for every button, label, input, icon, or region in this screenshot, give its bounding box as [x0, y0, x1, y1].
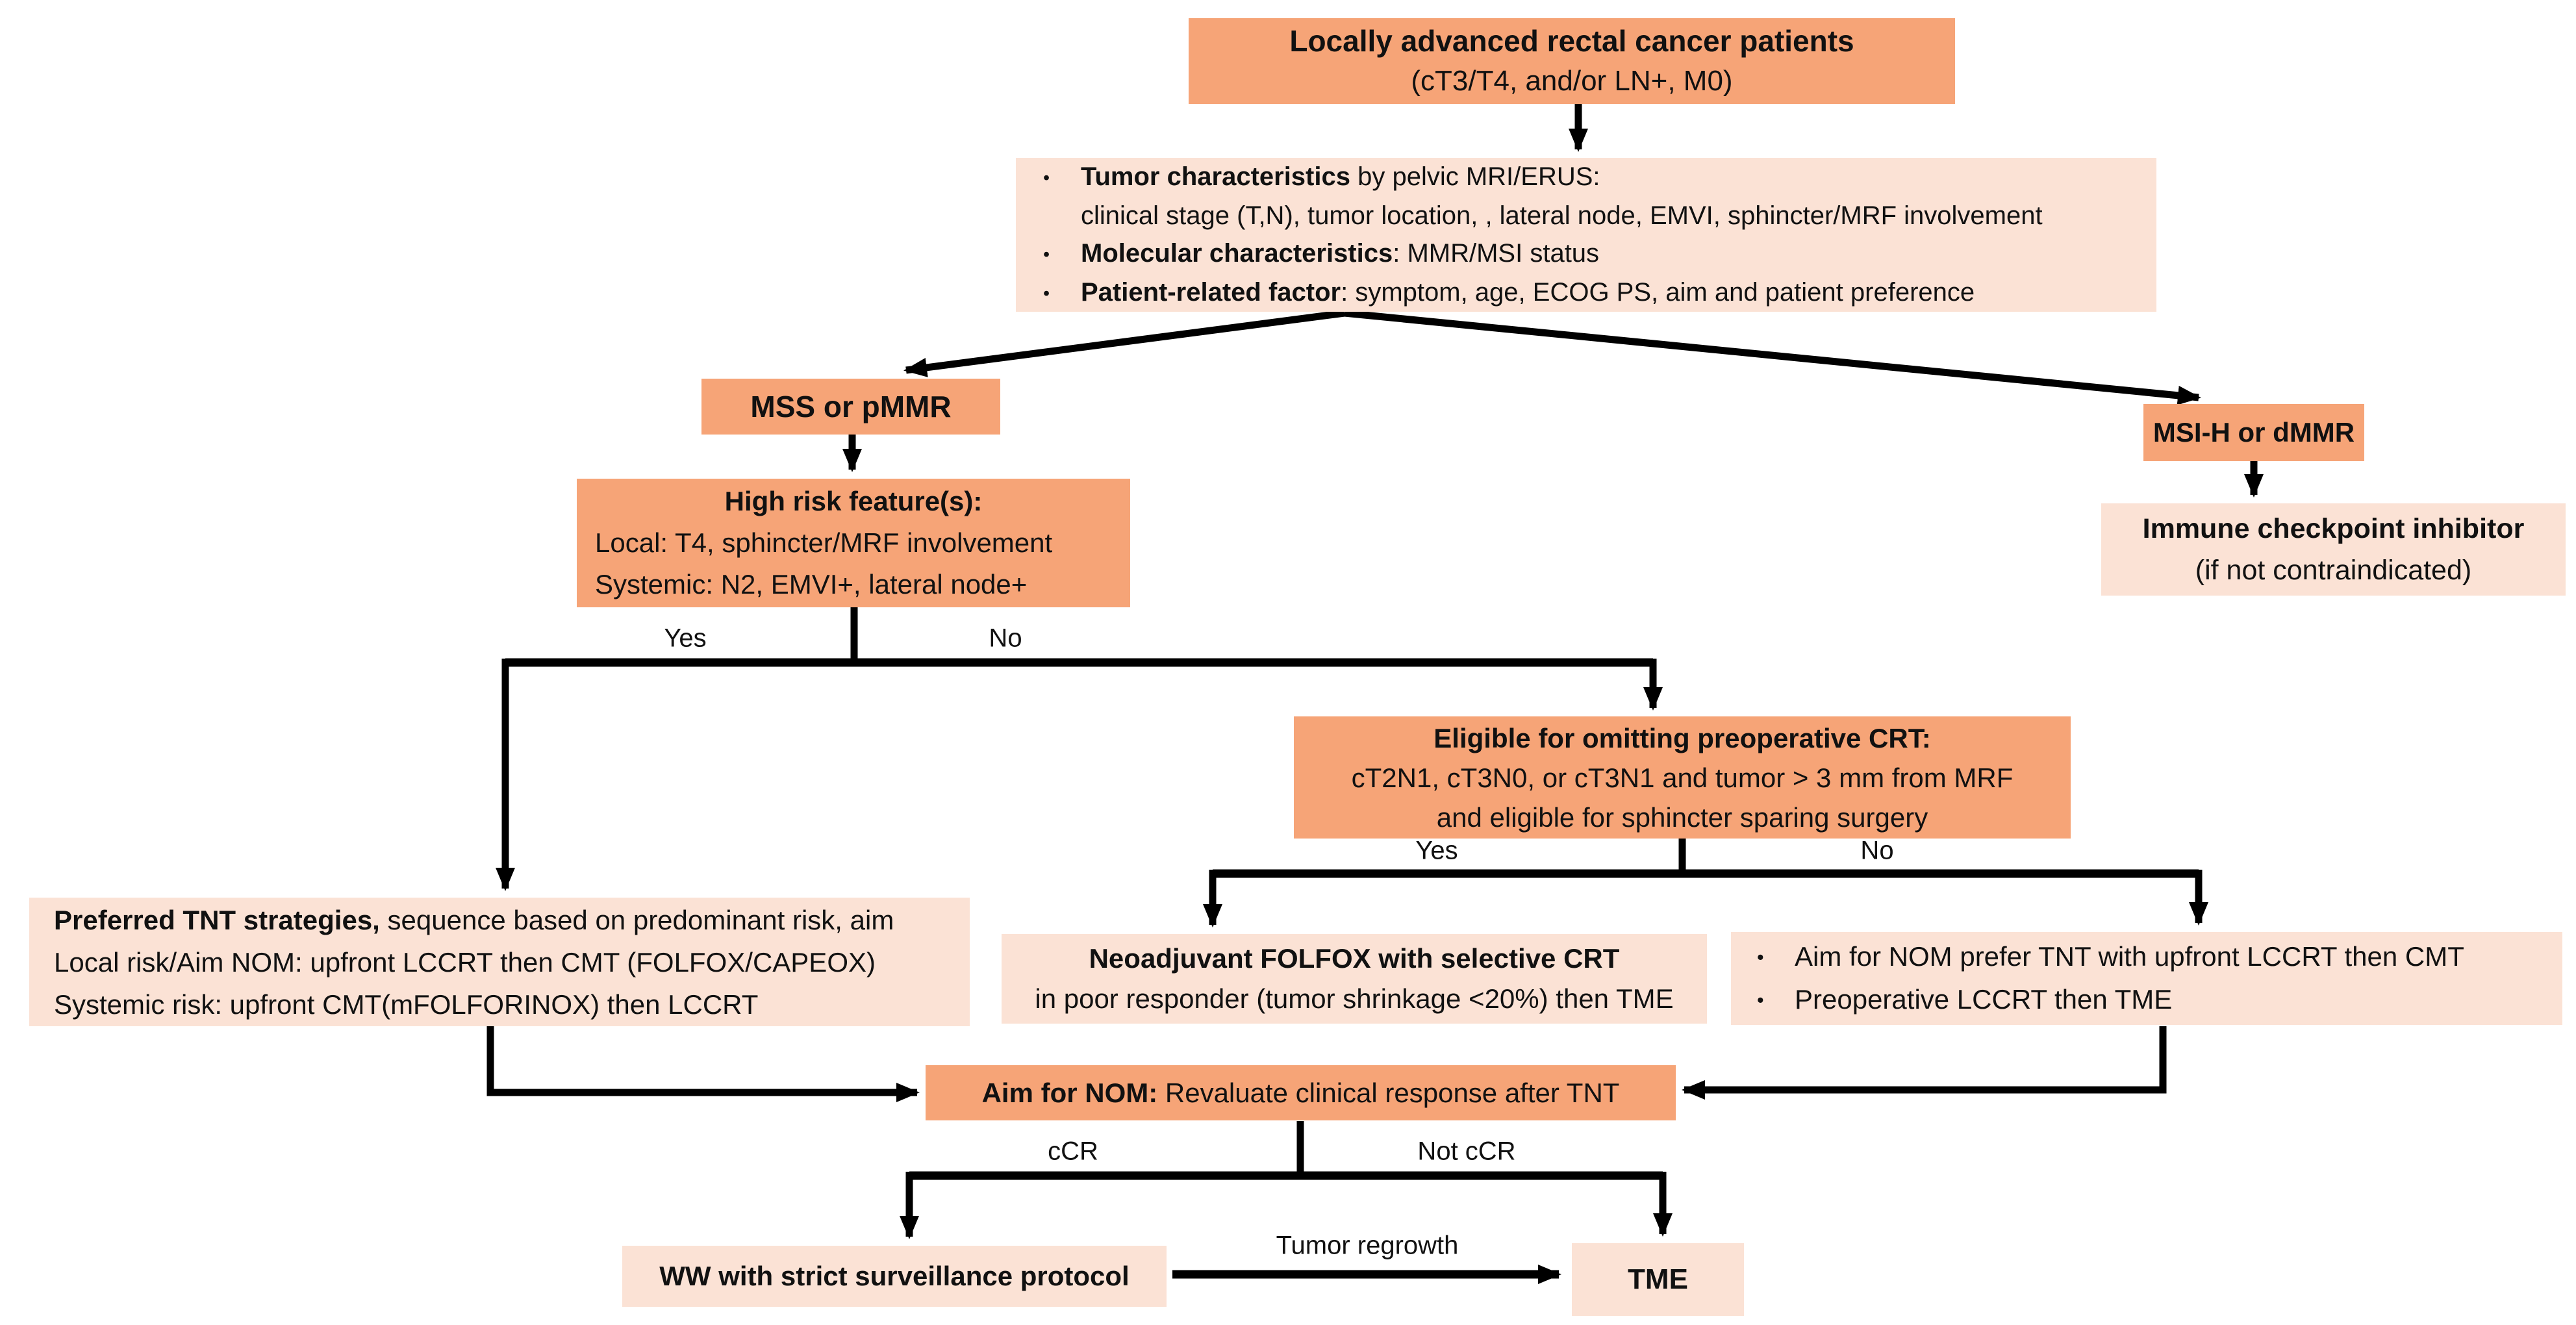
edge-label-not-ccr: Not cCR	[1417, 1137, 1516, 1166]
workup-molecular-bold: Molecular characteristics	[1081, 238, 1393, 268]
workup-tumor-rest: by pelvic MRI/ERUS:	[1350, 162, 1600, 191]
node-tnt-title-rest: sequence based on predominant risk, aim	[379, 904, 894, 935]
node-highrisk-title: High risk feature(s):	[724, 486, 983, 516]
workup-bullet-patient: • Patient-related factor: symptom, age, …	[1043, 273, 2150, 312]
nomalt-bullet-2: • Preoperative LCCRT then TME	[1757, 979, 2562, 1022]
workup-patient-bold: Patient-related factor	[1081, 277, 1341, 307]
node-immune-checkpoint-inhibitor: Immune checkpoint inhibitor (if not cont…	[2101, 503, 2566, 596]
node-tnt-systemic: Systemic risk: upfront CMT(mFOLFORINOX) …	[54, 989, 759, 1020]
node-larc-subtitle: (cT3/T4, and/or LN+, M0)	[1411, 65, 1733, 97]
edge-label-eligible-yes: Yes	[1415, 836, 1458, 865]
edge-label-tumor-regrowth: Tumor regrowth	[1276, 1231, 1459, 1260]
node-tnt-local: Local risk/Aim NOM: upfront LCCRT then C…	[54, 946, 876, 978]
node-msih-dmmr: MSI-H or dMMR	[2143, 404, 2364, 461]
node-tme-label: TME	[1628, 1263, 1688, 1295]
node-folfox-line1: in poor responder (tumor shrinkage <20%)…	[1035, 983, 1674, 1014]
node-nom-rest: Revaluate clinical response after TNT	[1157, 1077, 1620, 1108]
node-eligible-title: Eligible for omitting preoperative CRT:	[1433, 722, 1931, 753]
edge-label-highrisk-no: No	[989, 624, 1022, 653]
node-msih-label: MSI-H or dMMR	[2153, 417, 2355, 448]
node-larc-title: Locally advanced rectal cancer patients	[1289, 24, 1854, 58]
workup-bullet-tumor: • Tumor characteristics by pelvic MRI/ER…	[1043, 158, 2150, 197]
edge-nomalt-to-nom	[1682, 1026, 2167, 1100]
node-ici-title: Immune checkpoint inhibitor	[2142, 513, 2525, 544]
workup-bullet-molecular: • Molecular characteristics: MMR/MSI sta…	[1043, 234, 2150, 273]
node-nom-bold: Aim for NOM:	[981, 1077, 1158, 1108]
node-eligible-omit-crt: Eligible for omitting preoperative CRT: …	[1294, 716, 2071, 839]
node-workup-characteristics: • Tumor characteristics by pelvic MRI/ER…	[1016, 158, 2156, 312]
node-preferred-tnt-strategies: Preferred TNT strategies, sequence based…	[29, 898, 970, 1026]
workup-molecular-rest: : MMR/MSI status	[1393, 238, 1600, 268]
edge-workup-to-msih	[1344, 309, 2201, 405]
nomalt-bullet-1: • Aim for NOM prefer TNT with upfront LC…	[1757, 936, 2562, 979]
bullet-icon: •	[1043, 244, 1050, 265]
node-aim-for-nom: Aim for NOM: Revaluate clinical response…	[926, 1065, 1676, 1120]
edge-label-eligible-no: No	[1860, 836, 1894, 865]
nomalt-bullet-1-text: Aim for NOM prefer TNT with upfront LCCR…	[1795, 940, 2464, 972]
edge-workup-to-mss	[903, 309, 1345, 377]
workup-tumor-bold: Tumor characteristics	[1081, 162, 1350, 191]
node-mss-label: MSS or pMMR	[750, 390, 952, 423]
bullet-icon: •	[1757, 989, 1764, 1011]
node-eligible-line1: cT2N1, cT3N0, or cT3N1 and tumor > 3 mm …	[1351, 762, 2014, 793]
node-ww-label: WW with strict surveillance protocol	[659, 1261, 1130, 1291]
workup-patient-rest: : symptom, age, ECOG PS, aim and patient…	[1341, 277, 1975, 307]
node-neoadjuvant-folfox: Neoadjuvant FOLFOX with selective CRT in…	[1002, 934, 1707, 1024]
node-eligible-line2: and eligible for sphincter sparing surge…	[1436, 801, 1928, 833]
node-tnt-title-bold: Preferred TNT strategies,	[54, 904, 380, 935]
workup-tumor-line2: clinical stage (T,N), tumor location, , …	[1081, 201, 2043, 230]
bullet-icon: •	[1043, 283, 1050, 304]
node-highrisk-systemic: Systemic: N2, EMVI+, lateral node+	[595, 569, 1028, 599]
node-mss-pmmr: MSS or pMMR	[701, 379, 1000, 435]
node-nom-alternatives: • Aim for NOM prefer TNT with upfront LC…	[1731, 932, 2562, 1025]
node-tnt-title: Preferred TNT strategies, sequence based…	[54, 899, 963, 941]
nomalt-bullet-2-text: Preoperative LCCRT then TME	[1795, 983, 2173, 1015]
edge-label-ccr: cCR	[1048, 1137, 1098, 1166]
edge-tnt-to-nom	[486, 1026, 920, 1102]
bullet-icon: •	[1757, 946, 1764, 968]
node-highrisk-local: Local: T4, sphincter/MRF involvement	[595, 527, 1053, 558]
node-folfox-title: Neoadjuvant FOLFOX with selective CRT	[1089, 943, 1620, 974]
bullet-icon: •	[1043, 167, 1050, 188]
edge-label-highrisk-yes: Yes	[664, 624, 707, 653]
node-watch-and-wait: WW with strict surveillance protocol	[622, 1246, 1167, 1307]
node-high-risk-features: High risk feature(s): Local: T4, sphinct…	[577, 479, 1130, 607]
node-ici-subtitle: (if not contraindicated)	[2195, 555, 2472, 586]
node-locally-advanced-rectal-cancer: Locally advanced rectal cancer patients …	[1189, 18, 1955, 104]
node-nom-text: Aim for NOM: Revaluate clinical response…	[982, 1078, 1620, 1109]
node-tme: TME	[1572, 1243, 1744, 1316]
